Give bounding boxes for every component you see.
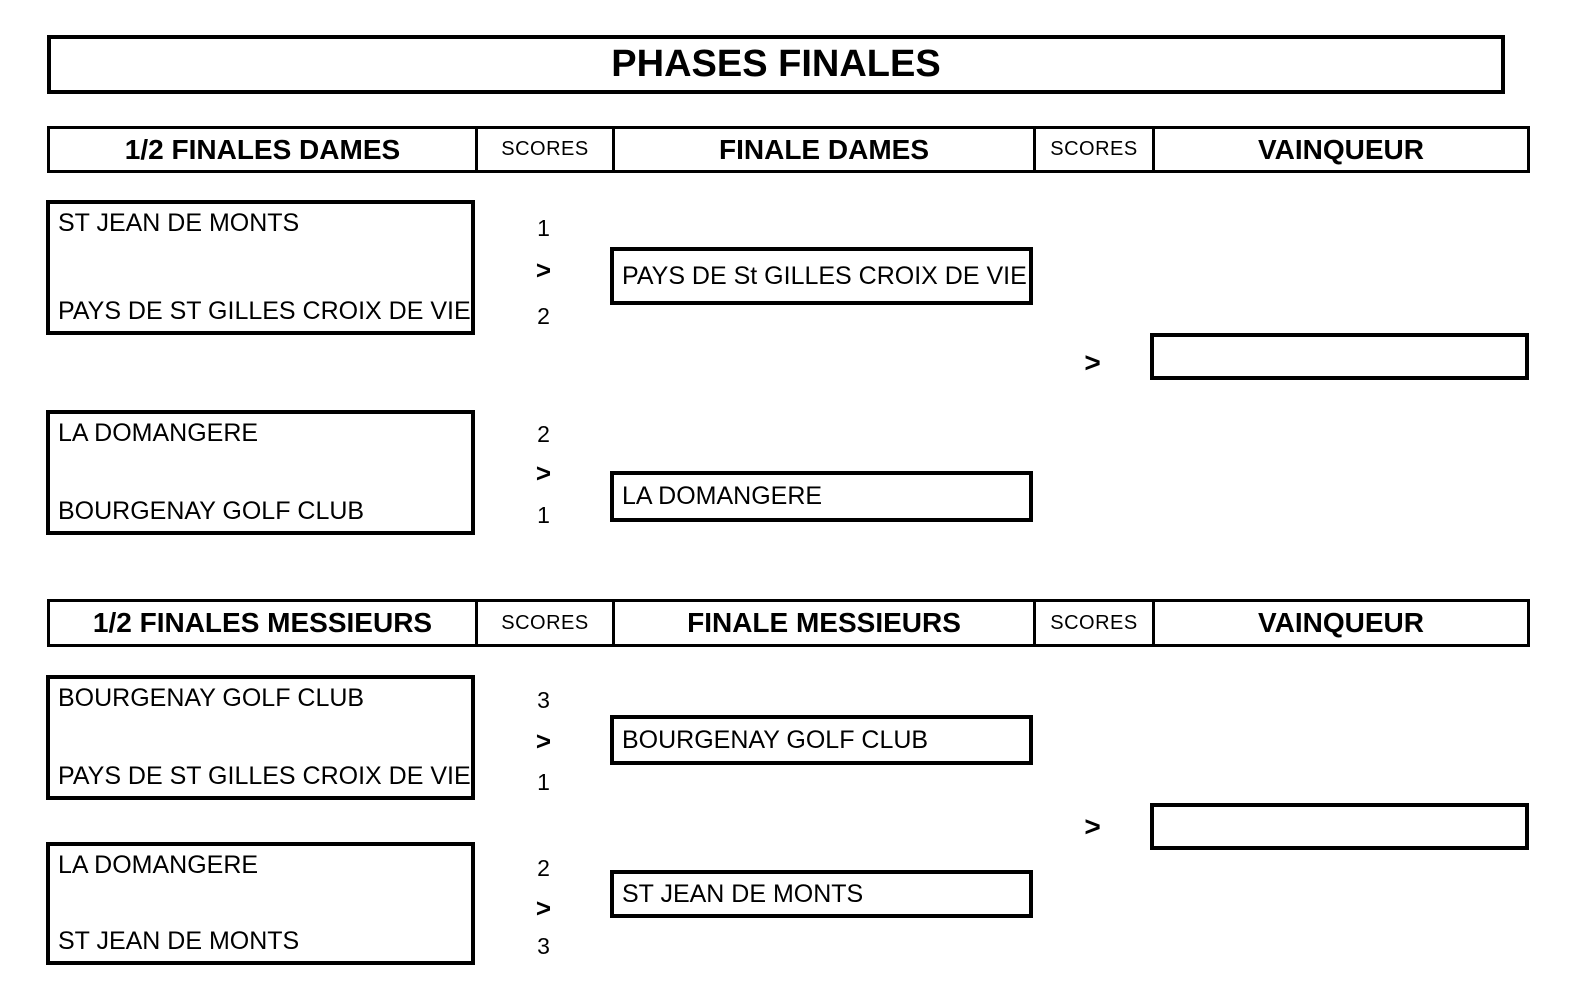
dames-finalist1-box: PAYS DE St GILLES CROIX DE VIE — [610, 247, 1033, 305]
dames-finalist2-box: LA DOMANGERE — [610, 471, 1033, 522]
messieurs-sf2-winner-arrow-icon: > — [535, 893, 552, 923]
messieurs-finalist2-box: ST JEAN DE MONTS — [610, 870, 1033, 918]
messieurs-sf2-score-bottom: 3 — [537, 933, 550, 959]
header-row-dames: 1/2 FINALES DAMES SCORES FINALE DAMES SC… — [47, 126, 1530, 173]
header-finale-messieurs: FINALE MESSIEURS — [612, 602, 1033, 644]
page-title: PHASES FINALES — [47, 35, 1505, 94]
header-vainqueur-dames: VAINQUEUR — [1152, 129, 1527, 170]
messieurs-semifinal1-box: BOURGENAY GOLF CLUB PAYS DE ST GILLES CR… — [46, 675, 475, 800]
dames-sf1-score-bottom: 2 — [537, 303, 550, 329]
dames-sf1-score-top: 1 — [537, 215, 550, 241]
header-semifinales-dames: 1/2 FINALES DAMES — [124, 133, 401, 165]
messieurs-vainqueur-box — [1150, 803, 1529, 850]
messieurs-sf1-score-top: 3 — [537, 687, 550, 713]
dames-semifinal1-box: ST JEAN DE MONTS PAYS DE ST GILLES CROIX… — [46, 200, 475, 335]
messieurs-finalist1-box: BOURGENAY GOLF CLUB — [610, 715, 1033, 765]
dames-sf2-score-bottom: 1 — [537, 502, 550, 528]
header-scores-messieurs-2: SCORES — [1033, 602, 1152, 644]
messieurs-sf1-team-top: BOURGENAY GOLF CLUB — [58, 684, 365, 712]
dames-sf2-winner-arrow-icon: > — [535, 458, 552, 488]
messieurs-sf2-team-bottom: ST JEAN DE MONTS — [58, 927, 300, 955]
dames-sf2-team-bottom: BOURGENAY GOLF CLUB — [58, 497, 365, 525]
messieurs-sf1-score-bottom: 1 — [537, 769, 550, 795]
header-semifinales-messieurs: 1/2 FINALES MESSIEURS — [92, 607, 433, 638]
header-scores-messieurs-1: SCORES — [475, 602, 612, 644]
header-vainqueur-messieurs: VAINQUEUR — [1152, 602, 1527, 644]
header-finale-dames: FINALE DAMES — [612, 129, 1033, 170]
dames-sf2-score-top: 2 — [537, 421, 550, 447]
messieurs-sf2-team-top: LA DOMANGERE — [58, 851, 259, 879]
header-scores-dames-1: SCORES — [475, 129, 612, 170]
messieurs-sf2-score-top: 2 — [537, 855, 550, 881]
messieurs-sf1-team-bottom: PAYS DE ST GILLES CROIX DE VIE — [58, 762, 471, 790]
dames-sf1-team-bottom: PAYS DE ST GILLES CROIX DE VIE — [58, 297, 471, 325]
header-row-messieurs: 1/2 FINALES MESSIEURS SCORES FINALE MESS… — [47, 599, 1530, 647]
dames-semifinal2-box: LA DOMANGERE BOURGENAY GOLF CLUB — [46, 410, 475, 535]
dames-final-winner-arrow-icon: > — [1084, 347, 1101, 378]
dames-sf2-team-top: LA DOMANGERE — [58, 419, 259, 447]
messieurs-sf1-winner-arrow-icon: > — [535, 726, 552, 756]
dames-sf1-team-top: ST JEAN DE MONTS — [58, 209, 300, 237]
messieurs-final-winner-arrow-icon: > — [1084, 811, 1101, 842]
messieurs-semifinal2-box: LA DOMANGERE ST JEAN DE MONTS — [46, 842, 475, 965]
header-scores-dames-2: SCORES — [1033, 129, 1152, 170]
dames-sf1-winner-arrow-icon: > — [535, 255, 552, 285]
dames-vainqueur-box — [1150, 333, 1529, 380]
